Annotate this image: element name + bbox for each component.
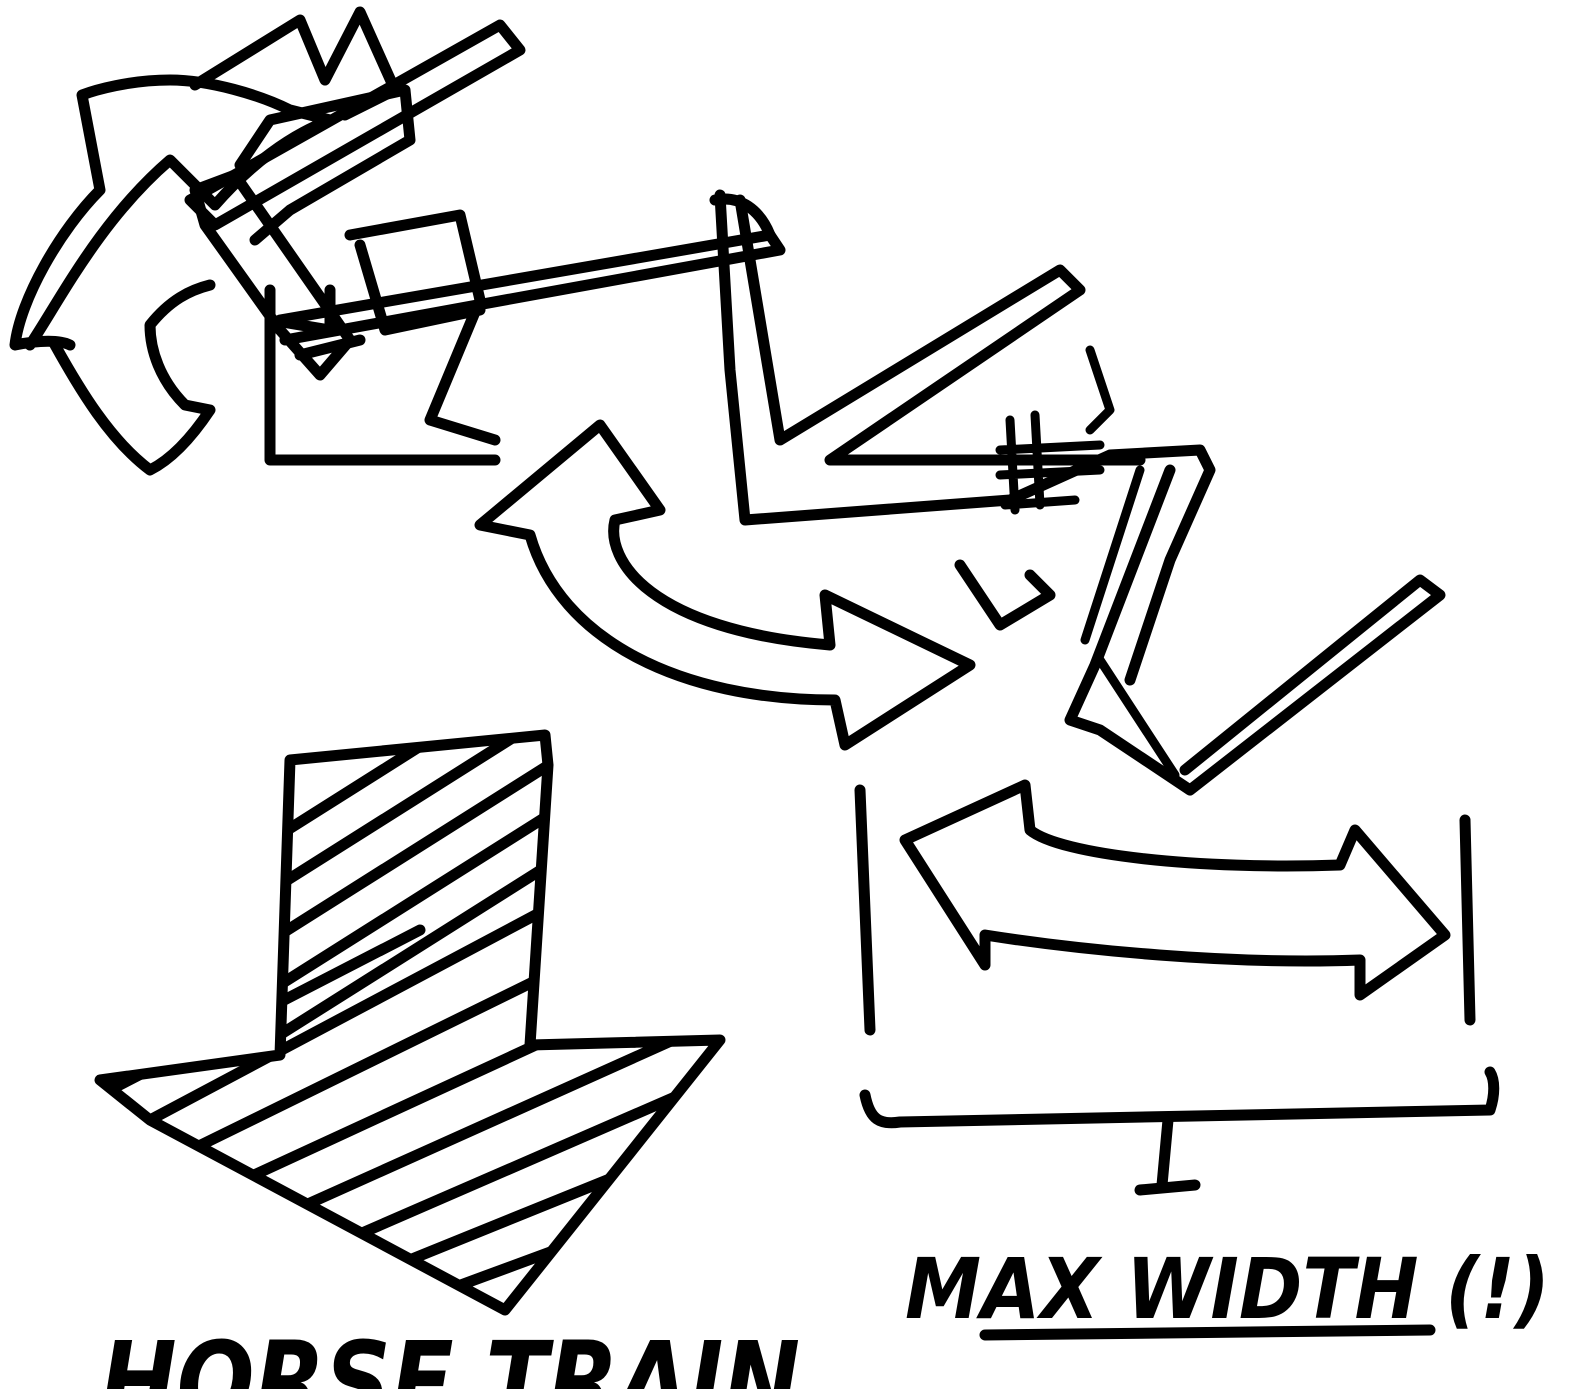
curved-double-arrow-outline	[480, 425, 970, 745]
bottom-left-cropped-label: HORSE TRAIN	[100, 1318, 800, 1389]
hatch-pattern	[110, 620, 800, 1300]
long-shaft	[280, 235, 780, 340]
max-width-label: MAX WIDTH (!)	[905, 1240, 1550, 1338]
zigzag-stroke-inner	[740, 200, 1140, 460]
horizontal-double-arrow	[905, 785, 1445, 995]
max-width-indicator: MAX WIDTH (!)	[860, 785, 1550, 1338]
lattice-lines	[1000, 350, 1110, 510]
lattice-arrowhead	[960, 565, 1050, 625]
down-arrow-outline	[100, 735, 720, 1310]
width-bracket	[865, 1072, 1494, 1123]
curved-arrow-lower-loop	[55, 285, 210, 470]
right-boundary-line	[1465, 820, 1470, 1020]
tangled-arrow-cluster	[15, 12, 780, 470]
curved-double-arrow	[480, 425, 970, 745]
left-boundary-line	[860, 790, 870, 1030]
bracket-stem	[1140, 1120, 1195, 1190]
hatched-down-arrow	[100, 620, 800, 1310]
max-width-underline	[985, 1330, 1430, 1335]
